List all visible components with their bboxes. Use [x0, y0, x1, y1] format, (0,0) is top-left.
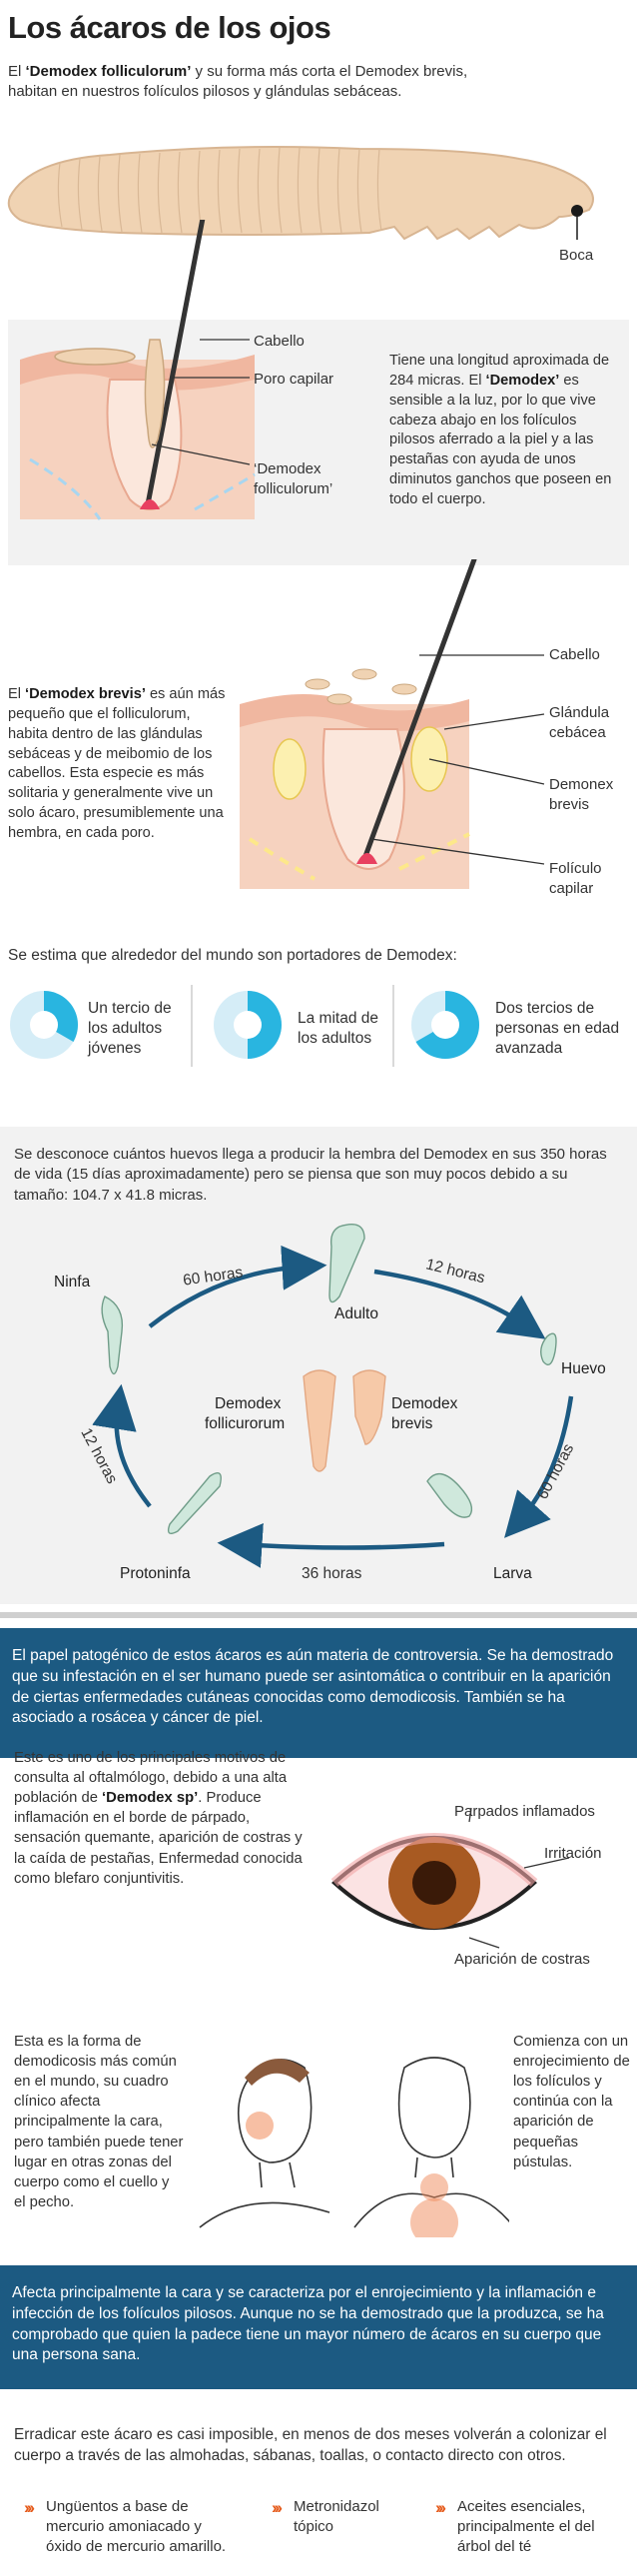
egg-illustration [540, 1332, 557, 1365]
follicle2-description: El ‘Demodex brevis’ es aún más pequeño q… [8, 686, 226, 841]
follicle2-hair-label: Cabello [549, 646, 600, 663]
treatment-essential-oils: Aceites esenciales, principalmente el de… [457, 2498, 595, 2555]
donut-value-slice [248, 991, 282, 1059]
chevron-right-icon: ››› [24, 2498, 35, 2517]
section-divider [0, 1612, 637, 1618]
hair-follicle-illustration-1 [20, 220, 256, 520]
follicle2-mite-label-line2: brevis [549, 796, 590, 813]
follicle2-gland-label-line1: Glándula [549, 704, 610, 721]
stat-label-young-adults: Un tercio de los adultos jóvenes [88, 1000, 172, 1058]
adult-illustration [328, 1224, 365, 1303]
stat-label-elderly: Dos tercios de personas en edad avanzada [495, 1000, 620, 1058]
species-folliculorum-line2: follicurorum [205, 1415, 285, 1432]
intro-text: El ‘Demodex folliculorum’ y su forma más… [8, 63, 468, 100]
protonymph-illustration [167, 1472, 222, 1534]
symptoms-info-band: Afecta principalmente la cara y se carac… [0, 2265, 637, 2389]
species-brevis-line1: Demodex [391, 1395, 458, 1412]
life-cycle-intro: Se desconoce cuántos huevos llega a prod… [14, 1146, 607, 1204]
face-description-left: Esta es la forma de demodicosis más comú… [14, 2034, 184, 2210]
donut-elderly [411, 991, 479, 1059]
follicle2-mite-label-line1: Demonex [549, 776, 614, 793]
inflamed-eye-illustration [330, 1807, 570, 1949]
duration-protonymph-nymph: 12 horas [77, 1425, 120, 1486]
stage-egg-label: Huevo [561, 1360, 606, 1377]
chevron-right-icon: ››› [272, 2498, 283, 2517]
stat-label-adults: La mitad de los adultos [298, 1010, 378, 1048]
page-title: Los ácaros de los ojos [8, 10, 331, 45]
treatment-metronidazole: Metronidazol tópico [294, 2498, 379, 2535]
larva-illustration [426, 1473, 473, 1518]
treatment-mercury-ointments: Ungüentos a base de mercurio amoniacado … [46, 2498, 227, 2555]
face-demodicosis-illustration [199, 2057, 509, 2237]
demodex-mite-illustration: Boca [7, 146, 594, 264]
stage-protonymph-label: Protoninfa [120, 1565, 191, 1582]
species-brevis-line2: brevis [391, 1415, 433, 1432]
eye-label-irritation: Irritación [544, 1845, 602, 1862]
donut-hole [234, 1011, 262, 1039]
nymph-illustration [101, 1295, 124, 1375]
donut-adults [214, 991, 282, 1059]
carrier-stats-donuts [10, 985, 479, 1067]
donut-hole [30, 1011, 58, 1039]
duration-nymph-adult: 60 horas [182, 1264, 244, 1288]
face-description-right: Comienza con un enrojecimiento de los fo… [513, 2034, 630, 2170]
eye-description: Este es uno de los principales motivos d… [14, 1750, 303, 1887]
stage-adult-label: Adulto [334, 1305, 378, 1322]
follicle1-description: Tiene una longitud aproximada de 284 mic… [389, 353, 612, 507]
life-cycle-diagram: 60 horas 12 horas 60 horas 36 horas 12 h… [54, 1224, 606, 1582]
folliculorum-illustration [303, 1369, 336, 1472]
hair-follicle-illustration-2 [240, 559, 545, 889]
follicle2-follicle-label-line2: capilar [549, 880, 594, 897]
brevis-illustration [352, 1369, 386, 1445]
donut-hole [431, 1011, 459, 1039]
follicle2-gland-label-line2: cebácea [549, 724, 606, 741]
follicle2-follicle-label-line1: Folículo [549, 860, 602, 877]
closing-text: Erradicar este ácaro es casi imposible, … [14, 2426, 607, 2464]
donut-young-adults [10, 991, 78, 1059]
species-folliculorum-line1: Demodex [215, 1395, 282, 1412]
follicle1-mite-label-line2: folliculorum’ [254, 480, 333, 497]
stage-larva-label: Larva [493, 1565, 532, 1582]
eye-label-crusts: Aparición de costras [454, 1951, 590, 1968]
follicle1-hair-label: Cabello [254, 333, 305, 350]
chevron-right-icon: ››› [435, 2498, 446, 2517]
follicle1-pore-label: Poro capilar [254, 371, 334, 388]
duration-larva-protonymph: 36 horas [302, 1565, 362, 1582]
stage-nymph-label: Ninfa [54, 1274, 91, 1290]
eye-label-inflamed-lids: Parpados inflamados [454, 1803, 595, 1820]
pathogenic-info-band: El papel patogénico de estos ácaros es a… [0, 1628, 637, 1758]
mite-mouth-label: Boca [559, 247, 594, 264]
stats-heading: Se estima que alrededor del mundo son po… [8, 947, 457, 964]
follicle1-mite-label-line1: ‘Demodex [254, 460, 321, 477]
duration-egg-larva: 60 horas [534, 1441, 577, 1502]
